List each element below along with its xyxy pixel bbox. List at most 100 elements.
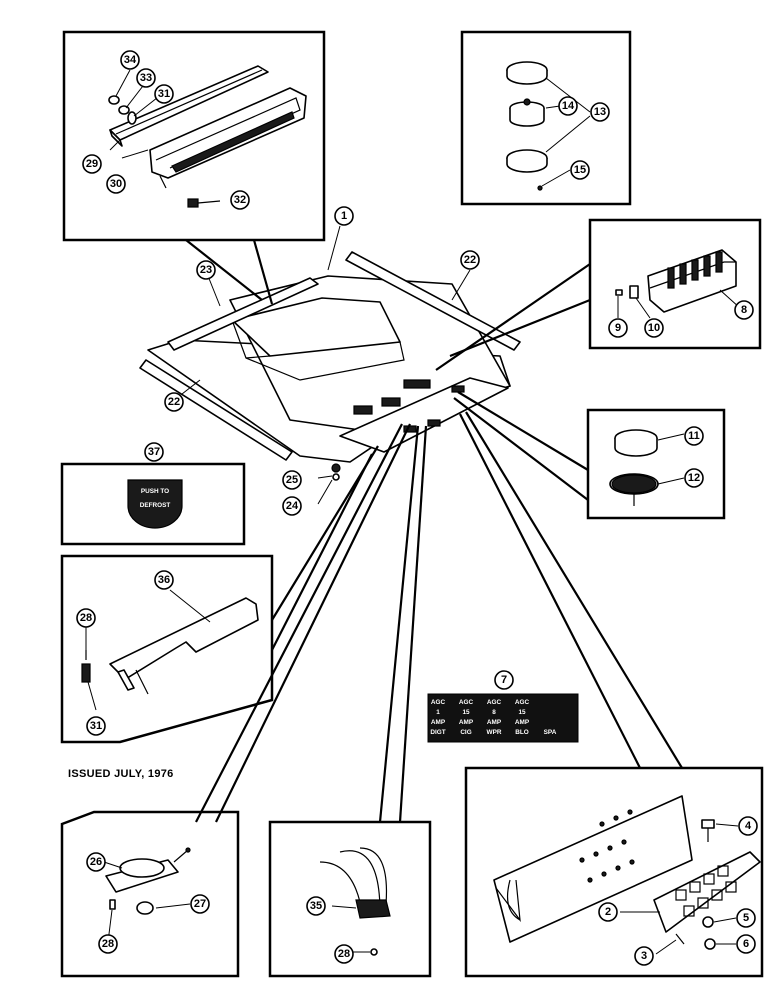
svg-text:28: 28 (80, 612, 92, 624)
callout-31a: 31 (154, 84, 174, 104)
svg-text:2: 2 (605, 906, 611, 918)
svg-text:11: 11 (688, 430, 700, 442)
callout-36: 36 (154, 570, 174, 590)
detail-box-speaker-assembly (460, 30, 632, 206)
detail-box-harness (268, 820, 432, 978)
svg-text:30: 30 (110, 178, 122, 190)
callout-22a: 22 (460, 250, 480, 270)
main-panel-assembly (139, 251, 521, 481)
decal-defrost-line1: PUSH TO (141, 488, 169, 495)
svg-text:8: 8 (741, 304, 747, 316)
svg-text:31: 31 (158, 88, 170, 100)
svg-text:36: 36 (158, 574, 170, 586)
svg-text:32: 32 (234, 194, 246, 206)
svg-text:26: 26 (90, 856, 102, 868)
callout-13: 13 (590, 102, 610, 122)
callout-14: 14 (558, 96, 578, 116)
fuse-decal-cell: AGC (459, 699, 474, 706)
svg-text:28: 28 (102, 938, 114, 950)
svg-text:34: 34 (124, 54, 137, 66)
callout-35: 35 (306, 896, 326, 916)
callout-6: 6 (736, 934, 756, 954)
callout-29: 29 (82, 154, 102, 174)
callout-11: 11 (684, 426, 704, 446)
fuse-decal-cell: SPA (544, 729, 557, 736)
callout-23: 23 (196, 260, 216, 280)
callout-26: 26 (86, 852, 106, 872)
issued-date: ISSUED JULY, 1976 (68, 768, 174, 780)
detail-box-switch-panel (464, 766, 764, 978)
detail-box-knob-assembly (586, 408, 726, 520)
callout-3: 3 (634, 946, 654, 966)
svg-text:4: 4 (745, 820, 752, 832)
fuse-decal-cell: AGC (431, 699, 446, 706)
callout-15: 15 (570, 160, 590, 180)
callout-34: 34 (120, 50, 140, 70)
callout-5: 5 (736, 908, 756, 928)
svg-text:31: 31 (90, 720, 102, 732)
fuse-decal-cell: AMP (515, 719, 530, 726)
callout-28c: 28 (76, 608, 96, 628)
fuse-decal-cell: 1 (436, 709, 440, 716)
fuse-decal-cell: 15 (462, 709, 470, 716)
callout-9: 9 (608, 318, 628, 338)
detail-box-rail-assembly (62, 30, 326, 242)
svg-text:13: 13 (594, 106, 606, 118)
callout-25: 25 (282, 470, 302, 490)
callouts: 1 2 3 4 5 6 7 8 9 10 11 12 13 14 15 22 2… (76, 50, 758, 966)
svg-text:33: 33 (140, 72, 152, 84)
decal-defrost-line2: DEFROST (140, 502, 171, 509)
callout-8: 8 (734, 300, 754, 320)
svg-text:22: 22 (464, 254, 476, 266)
fuse-decal-cell: DIGT (430, 729, 445, 736)
fuse-decal-cell: AGC (515, 699, 530, 706)
callout-31b: 31 (86, 716, 106, 736)
detail-box-dome-lamp (60, 810, 240, 978)
callout-30: 30 (106, 174, 126, 194)
svg-text:23: 23 (200, 264, 212, 276)
fuse-decal-cell: BLO (515, 729, 529, 736)
svg-text:22: 22 (168, 396, 180, 408)
svg-text:28: 28 (338, 948, 350, 960)
callout-12: 12 (684, 468, 704, 488)
callout-10: 10 (644, 318, 664, 338)
svg-text:35: 35 (310, 900, 322, 912)
fuse-decal-cell: CIG (460, 729, 471, 736)
callout-22b: 22 (164, 392, 184, 412)
callout-37: 37 (144, 442, 164, 462)
callout-33: 33 (136, 68, 156, 88)
svg-text:3: 3 (641, 950, 647, 962)
svg-text:9: 9 (615, 322, 621, 334)
fuse-decal-cell: AMP (431, 719, 446, 726)
svg-text:27: 27 (194, 898, 206, 910)
svg-text:5: 5 (743, 912, 749, 924)
callout-7: 7 (494, 670, 514, 690)
svg-text:37: 37 (148, 446, 160, 458)
fuse-decal-cell: AMP (487, 719, 502, 726)
svg-text:29: 29 (86, 158, 98, 170)
svg-text:14: 14 (562, 100, 575, 112)
callout-2: 2 (598, 902, 618, 922)
callout-4: 4 (738, 816, 758, 836)
callout-28a: 28 (98, 934, 118, 954)
fuse-decal-cell: 15 (518, 709, 526, 716)
callout-32: 32 (230, 190, 250, 210)
svg-text:7: 7 (501, 674, 507, 686)
callout-1: 1 (334, 206, 354, 226)
callout-24: 24 (282, 496, 302, 516)
leader-lines (85, 69, 741, 955)
svg-text:15: 15 (574, 164, 586, 176)
svg-text:10: 10 (648, 322, 660, 334)
svg-text:25: 25 (286, 474, 298, 486)
fuse-decal-cell: 8 (492, 709, 496, 716)
decal-box-push-to-defrost: PUSH TO DEFROST (60, 462, 246, 546)
svg-text:6: 6 (743, 938, 749, 950)
svg-text:1: 1 (341, 210, 347, 222)
callout-27: 27 (190, 894, 210, 914)
svg-text:24: 24 (286, 500, 299, 512)
fuse-decal-cell: AMP (459, 719, 474, 726)
detail-box-bracket (60, 554, 274, 744)
svg-text:12: 12 (688, 472, 700, 484)
